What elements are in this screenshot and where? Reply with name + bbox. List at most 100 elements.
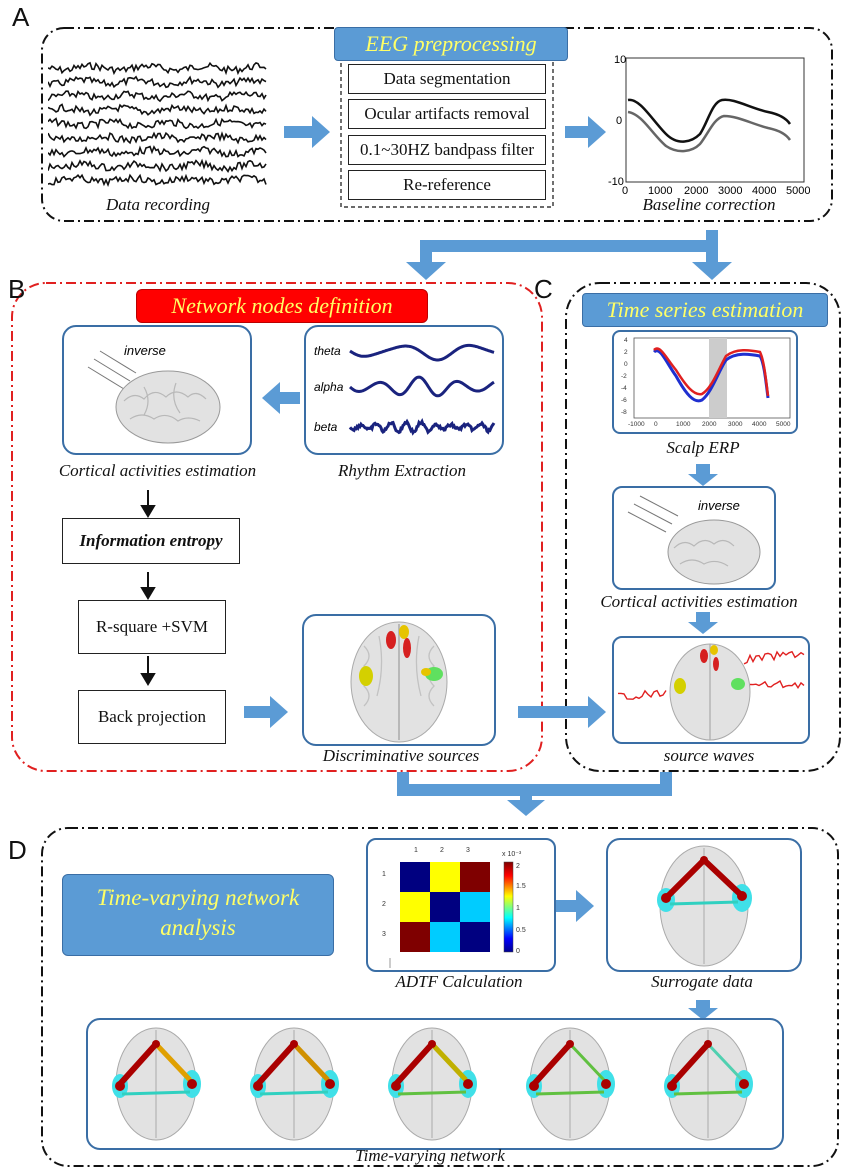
erp-ytick: 0 [624,361,628,368]
colorbar-tick: 1.5 [516,883,526,890]
colorbar-tick: 0 [516,948,520,955]
scalp-erp-caption: Scalp ERP [666,438,740,457]
inverse-label-b: inverse [124,343,166,358]
section-b-border [11,282,543,772]
network-nodes-title: Network nodes definition [136,289,428,323]
surrogate-box [606,838,802,972]
adtf-caption: ADTF Calculation [395,972,523,991]
source-wave [749,679,805,690]
back-projection-box: Back projection [78,690,226,744]
time-series-title: Time series estimation [582,293,828,327]
baseline-xtick: 3000 [718,185,742,197]
cortical-caption-c: Cortical activities estimation [600,592,798,611]
arrow-svm-to-backproj [140,673,156,686]
time-varying-strip [86,1018,784,1150]
adtf-cell [400,862,430,892]
brain-inverse-c: inverse [627,495,761,585]
rhythm-caption: Rhythm Extraction [338,461,466,480]
brain-surrogate [657,845,752,967]
arrow-steps-to-baseline [565,116,606,148]
time-varying-caption: Time-varying network [355,1146,505,1165]
panel-label-b: B [8,274,26,304]
arrow-merge-horizontal [397,784,672,796]
time-varying-title-line1: Time-varying network [96,885,300,910]
brain-inverse-b: inverse [87,343,221,444]
erp-xtick: 0 [654,421,658,428]
arrow-a-horizontal [420,240,718,252]
eeg-preprocessing-title: EEG preprocessing [334,27,568,61]
eeg-trace [48,173,267,188]
baseline-xtick: 1000 [648,185,672,197]
source-wave [618,689,667,700]
baseline-xtick: 2000 [684,185,708,197]
adtf-col-label: 3 [466,847,470,854]
eeg-trace [48,117,267,130]
panel-label-d: D [8,835,27,865]
cortical-box-c: inverse [612,486,776,590]
erp-ytick: -2 [621,373,627,380]
arrow-sources-to-waves [518,696,606,728]
scalp-erp-plot: 4 2 0 -2 -4 -6 -8 -1000 0 1000 2000 3000… [621,337,791,428]
erp-xtick: 1000 [676,421,691,428]
adtf-col-label: 2 [440,847,444,854]
step-ocular-removal: Ocular artifacts removal [348,99,546,129]
panel-label-c: C [534,274,553,304]
adtf-cell [430,922,460,952]
time-varying-title-box: Time-varying network analysis [62,874,334,956]
baseline-xtick: 4000 [752,185,776,197]
brain-top-discriminative [350,621,448,743]
source-waves-box [612,636,810,744]
baseline-ytick: -10 [608,176,624,188]
rhythm-wave [348,418,496,436]
rhythm-label-alpha: alpha [314,380,344,394]
arrow-adtf-to-surrogate [556,890,594,922]
erp-ytick: -6 [621,397,627,404]
network-brain [526,1027,615,1141]
adtf-row-label: 2 [382,901,386,908]
baseline-ytick: 10 [614,54,626,66]
step-bandpass-filter: 0.1~30HZ bandpass filter [348,135,546,165]
arrow-backproj-to-sources [244,696,288,728]
baseline-trace-2 [627,110,792,153]
rhythm-waves: theta alpha beta [314,343,496,436]
arrow-recording-to-steps [284,116,330,148]
rhythm-wave [348,375,495,398]
discriminative-box [302,614,496,746]
erp-xtick: 5000 [776,421,791,428]
eeg-raw-traces [48,61,267,188]
colorbar-exponent: x 10⁻³ [502,851,522,858]
panel-label-a: A [12,2,30,32]
eeg-trace [48,103,267,117]
adtf-cell [460,862,490,892]
colorbar-tick: 0.5 [516,927,526,934]
adtf-row-label: 1 [382,871,386,878]
time-varying-brains [112,1027,753,1141]
section-a-border [41,27,833,222]
network-brain [664,1027,753,1141]
baseline-xtick: 5000 [786,185,810,197]
eeg-trace [48,61,267,76]
section-d-border [41,827,839,1167]
arrow-entropy-to-svm [140,587,156,600]
baseline-ytick: 0 [616,115,622,127]
source-waves-plot [618,643,805,741]
arrow-b-stem [420,240,432,262]
arrow-erp-to-inverse [688,464,718,486]
eeg-trace [48,145,267,158]
erp-xtick: 4000 [752,421,767,428]
data-recording-caption: Data recording [105,195,211,214]
erp-ytick: 4 [624,337,628,344]
baseline-axes [625,57,805,183]
adtf-cell [400,922,430,952]
erp-ytick: -4 [621,385,627,392]
adtf-cell [430,892,460,922]
adtf-cell [460,892,490,922]
adtf-cell [430,862,460,892]
erp-xtick: 3000 [728,421,743,428]
cortical-caption-b: Cortical activities estimation [58,461,257,480]
adtf-col-label: 1 [414,847,418,854]
arrow-to-d-head [507,800,545,816]
source-wave [743,650,805,665]
rhythm-label-theta: theta [314,344,341,358]
